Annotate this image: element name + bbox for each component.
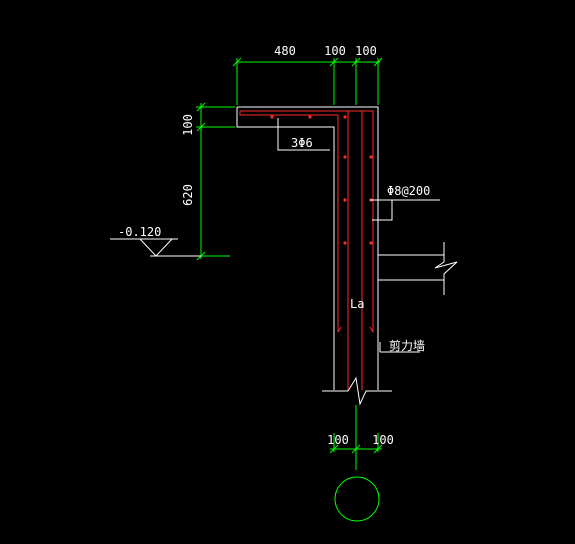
- elevation-marker: -0.120: [110, 225, 201, 257]
- top-dimension: 480 100 100: [232, 44, 383, 105]
- dim-left-1: 100: [181, 114, 195, 136]
- dim-top-1: 480: [274, 44, 296, 58]
- axis-bubble: [334, 476, 380, 522]
- wall-callout: 剪力墙: [379, 338, 425, 353]
- rebar-group: [239, 110, 374, 390]
- rebar-dots: [270, 115, 373, 245]
- bottom-dimension: 100 100: [327, 405, 394, 470]
- left-dimension: 100 620: [181, 102, 235, 261]
- top-bars-callout: 3Φ6: [277, 118, 330, 151]
- level-label: -0.120: [118, 225, 161, 239]
- dim-top-2: 100: [324, 44, 346, 58]
- stirrup-label: Φ8@200: [387, 184, 430, 198]
- stirrup-callout: Φ8@200: [370, 184, 440, 221]
- top-bars-label: 3Φ6: [291, 136, 313, 150]
- dim-bottom-1: 100: [327, 433, 349, 447]
- dim-left-2: 620: [181, 184, 195, 206]
- dim-bottom-2: 100: [372, 433, 394, 447]
- anchorage-label: La: [350, 297, 364, 311]
- wall-label: 剪力墙: [389, 338, 425, 353]
- dim-top-3: 100: [355, 44, 377, 58]
- concrete-outline: [236, 106, 458, 406]
